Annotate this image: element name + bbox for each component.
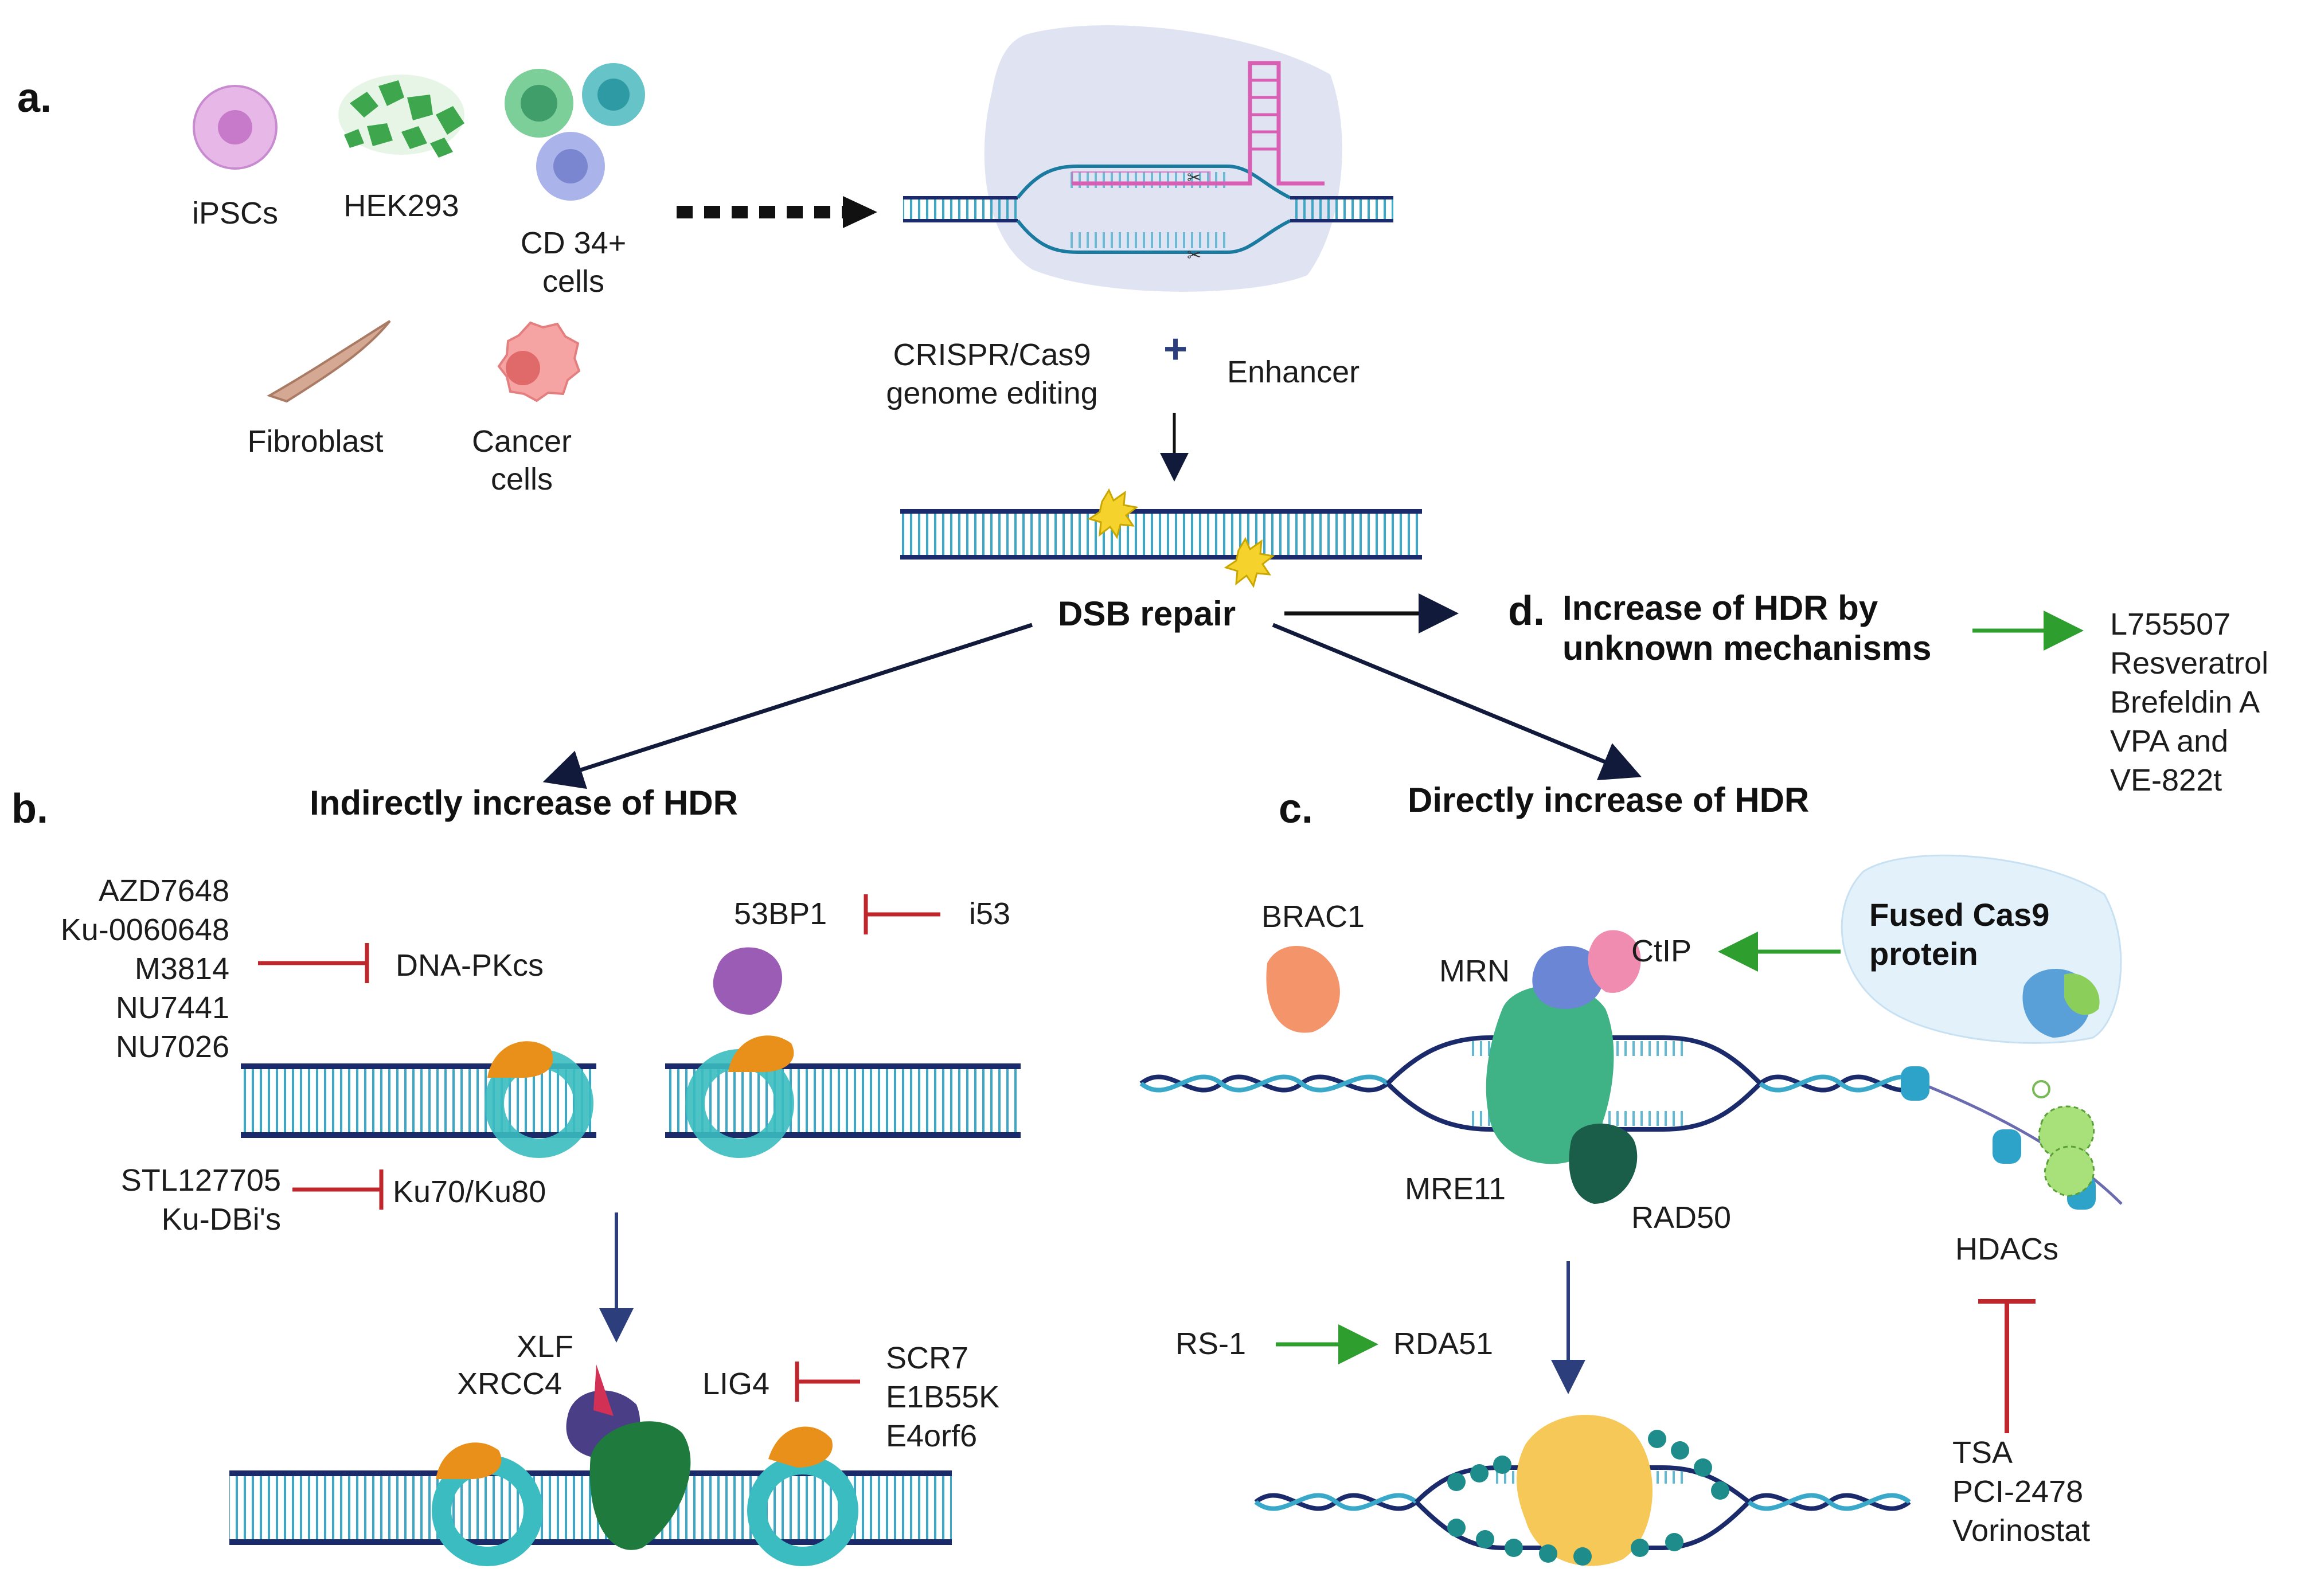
plus-sign: + — [1163, 326, 1188, 372]
dnapkcs-label: DNA-PKcs — [396, 948, 544, 983]
inhibitor-nu7441: NU7441 — [115, 991, 229, 1025]
dsb-to-indirect-arrow — [542, 623, 1033, 789]
cd34-cells-icon — [505, 63, 645, 201]
hek293-cells-icon — [338, 75, 464, 158]
lig4-inhibit-bar — [795, 1362, 860, 1402]
dashed-arrow — [677, 196, 877, 228]
fused-cas9-blob — [1841, 854, 2122, 1044]
ipsc-cell-icon — [193, 85, 278, 170]
dnapkcs-inhibitor-list: AZD7648 Ku-0060648 M3814 NU7441 NU7026 — [34, 871, 229, 1066]
cancer-label-line1: Cancer — [471, 424, 572, 459]
dsb-repair-label: DSB repair — [1058, 594, 1236, 633]
inhibitor-azd7648: AZD7648 — [98, 874, 229, 908]
ku-inhibitor-list: STL127705 Ku-DBi's — [57, 1161, 281, 1239]
inhibitor-tsa: TSA — [1952, 1435, 2013, 1470]
lig4-label: LIG4 — [702, 1367, 770, 1401]
cd34-label-line2: cells — [542, 264, 605, 299]
panel-label-a: a. — [17, 75, 52, 121]
panel-label-c: c. — [1279, 786, 1314, 832]
inhibitor-vorinostat: Vorinostat — [1952, 1513, 2091, 1548]
svg-text:✂: ✂ — [1187, 168, 1201, 188]
inhibitor-ku-dbis: Ku-DBi's — [161, 1202, 281, 1237]
rs1-label: RS-1 — [1175, 1327, 1247, 1361]
compound-l755507: L755507 — [2110, 607, 2231, 641]
ku-inhibit-bar — [292, 1169, 384, 1210]
fibroblast-label: Fibroblast — [247, 424, 384, 459]
panel-label-d: d. — [1508, 588, 1545, 634]
panel-label-b: b. — [11, 786, 48, 832]
inhibitor-e4orf6: E4orf6 — [886, 1419, 978, 1453]
xlf-label: XLF — [516, 1329, 573, 1364]
crispr-label-line1: CRISPR/Cas9 — [893, 338, 1091, 372]
lig4-inhibitor-list: SCR7 E1B55K E4orf6 — [886, 1339, 999, 1456]
compound-vpa-and: VPA and — [2110, 724, 2229, 758]
mre11-label: MRE11 — [1405, 1172, 1506, 1206]
cancer-label-line2: cells — [490, 462, 553, 496]
53bp1-label: 53BP1 — [734, 897, 827, 931]
fused-cas9-label-line1: Fused Cas9 — [1869, 897, 2050, 933]
hr-dna-top — [1139, 1035, 2123, 1210]
cas9-complex-icon: ✂ ✂ — [903, 25, 1393, 292]
brac1-protein-icon — [1266, 946, 1340, 1033]
53bp1-inhibit-bar — [864, 894, 940, 934]
nhej-dna-right — [665, 947, 1021, 1158]
nhej-dna-left — [241, 1041, 596, 1158]
unknown-compounds-list: L755507 Resveratrol Brefeldin A VPA and … — [2110, 605, 2268, 800]
xrcc4-label: XRCC4 — [456, 1367, 562, 1401]
indirect-heading: Indirectly increase of HDR — [310, 784, 738, 822]
mrn-label: MRN — [1439, 954, 1510, 988]
dnapkcs-inhibit-bar — [258, 943, 369, 983]
rda51-label: RDA51 — [1393, 1327, 1494, 1361]
ipscs-label: iPSCs — [192, 196, 279, 230]
hdacs-label: HDACs — [1955, 1232, 2059, 1266]
compound-ve-822t: VE-822t — [2110, 763, 2222, 797]
ku70-ku80-label: Ku70/Ku80 — [393, 1175, 546, 1209]
unknown-heading-line2: unknown mechanisms — [1562, 629, 1932, 667]
hdac-inhibitor-list: TSA PCI-2478 Vorinostat — [1952, 1433, 2090, 1550]
inhibitor-m3814: M3814 — [134, 952, 229, 986]
ctip-label: CtIP — [1631, 934, 1692, 968]
ligation-complex-icon — [229, 1364, 952, 1566]
rad50-label: RAD50 — [1631, 1200, 1732, 1235]
crispr-label-line2: genome editing — [886, 376, 1098, 410]
svg-text:✂: ✂ — [1187, 245, 1201, 265]
compound-resveratrol: Resveratrol — [2110, 646, 2269, 680]
inhibitor-nu7026: NU7026 — [115, 1030, 229, 1064]
rad51-filament-icon — [1254, 1414, 1911, 1566]
mrn-complex-icon — [1486, 930, 1641, 1204]
dsb-dna-icon — [900, 488, 1422, 588]
cancer-cell-icon — [497, 321, 581, 402]
inhibitor-scr7: SCR7 — [886, 1341, 969, 1375]
cd34-label-line1: CD 34+ — [520, 226, 627, 260]
compound-brefeldin-a: Brefeldin A — [2110, 685, 2260, 719]
dsb-to-direct-arrow — [1272, 623, 1642, 780]
inhibitor-stl127705: STL127705 — [120, 1163, 281, 1198]
hek293-label: HEK293 — [343, 189, 459, 223]
inhibitor-e1b55k: E1B55K — [886, 1380, 1000, 1414]
hdac-inhibit-bar — [1978, 1299, 2036, 1433]
i53-label: i53 — [969, 897, 1011, 931]
fibroblast-icon — [267, 320, 391, 403]
inhibitor-pci-2478: PCI-2478 — [1952, 1474, 2084, 1509]
inhibitor-ku-0060648: Ku-0060648 — [60, 913, 229, 947]
hdac-icons — [2032, 1080, 2095, 1197]
fused-cas9-label-line2: protein — [1869, 936, 1978, 972]
unknown-heading-line1: Increase of HDR by — [1562, 589, 1878, 627]
brac1-label: BRAC1 — [1261, 899, 1365, 934]
direct-heading: Directly increase of HDR — [1408, 781, 1810, 819]
enhancer-label: Enhancer — [1227, 355, 1360, 389]
